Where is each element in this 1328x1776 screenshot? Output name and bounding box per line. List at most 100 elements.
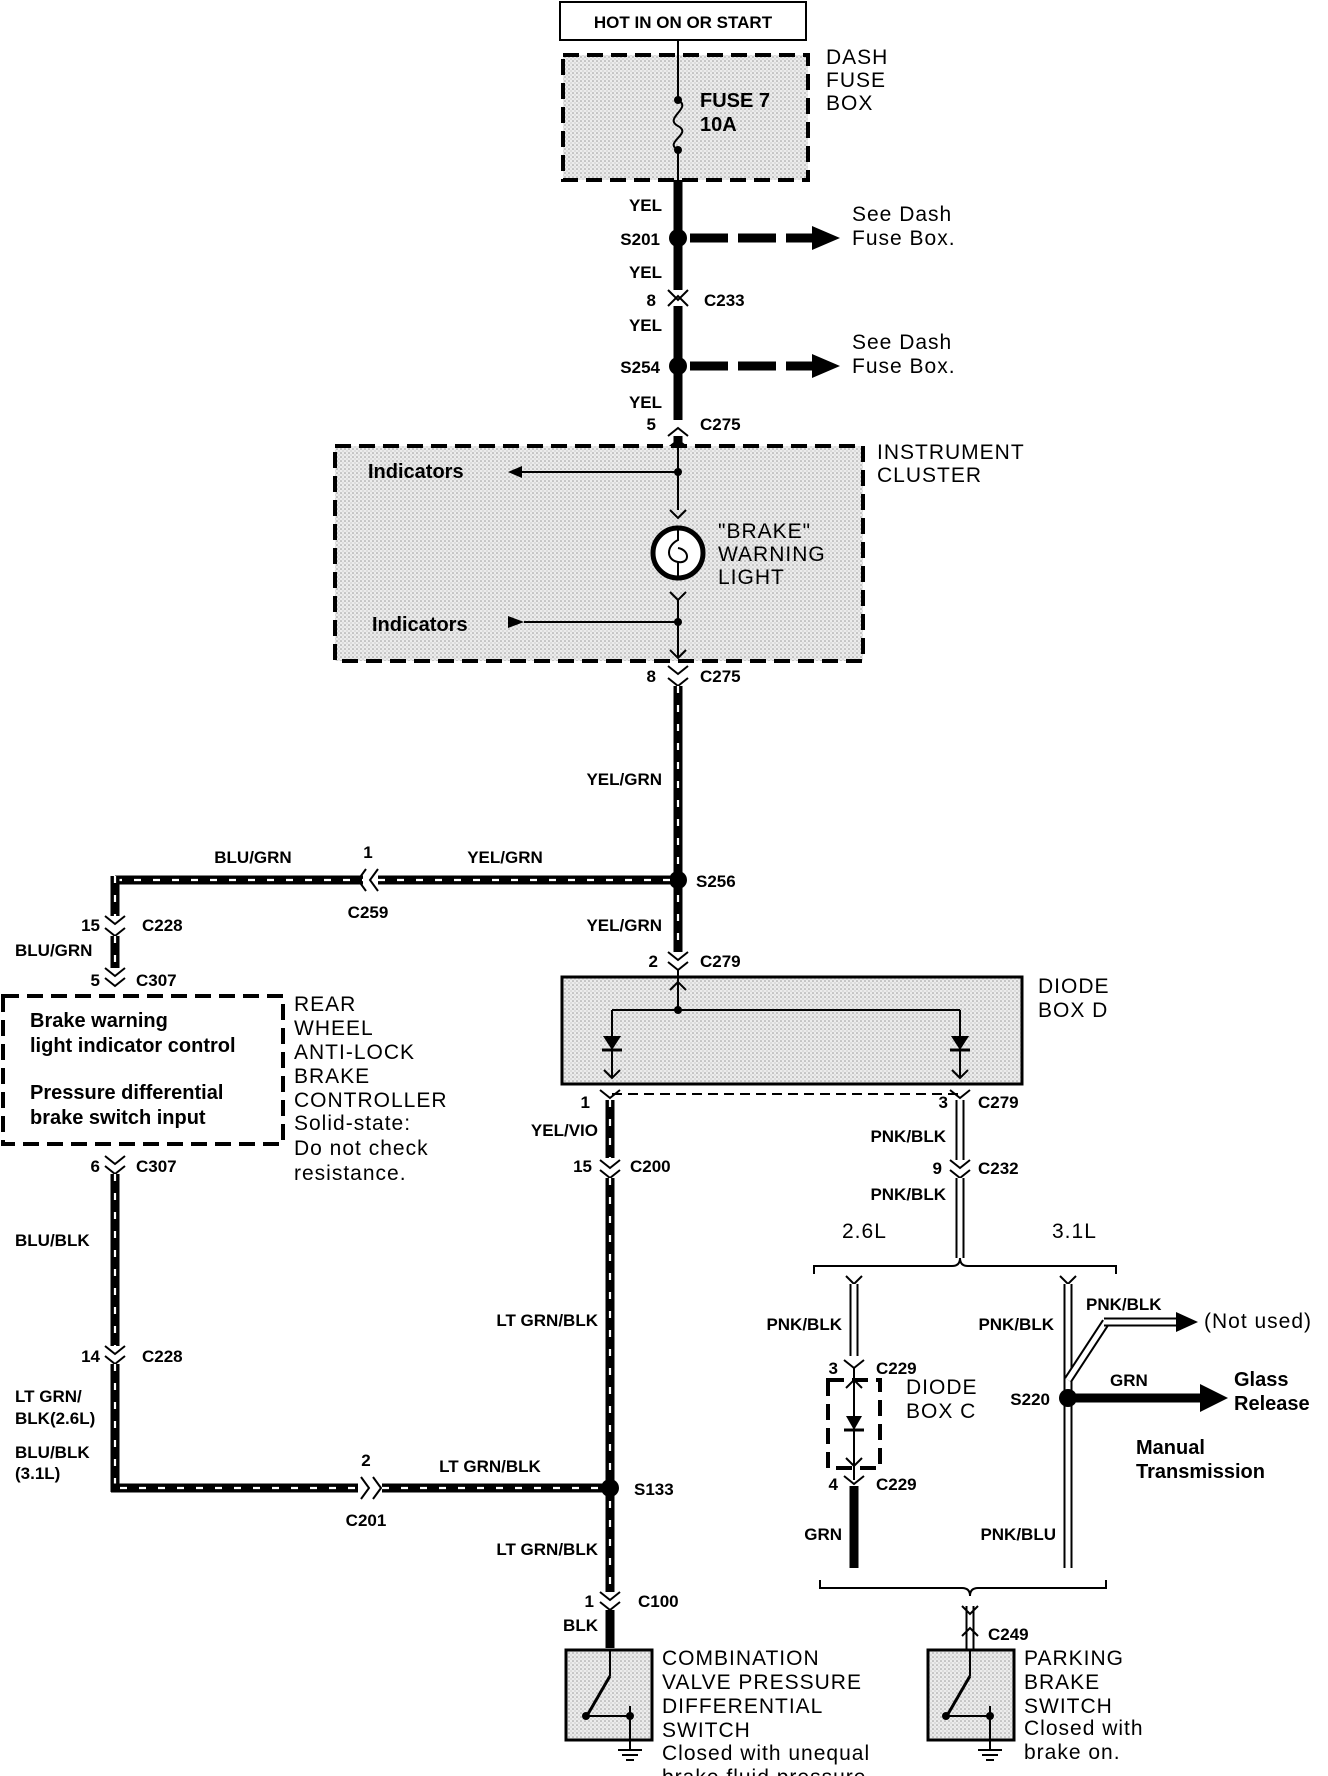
connector-c279-top-label: C279 (700, 952, 741, 971)
wire-label-lt-grn-blk-26-a: LT GRN/ (15, 1387, 82, 1406)
fuse-7-icon (672, 55, 684, 180)
wire-label-pnk-blu: PNK/BLU (980, 1525, 1056, 1544)
connector-c232-icon (949, 1159, 971, 1180)
connector-c228-top-pin: 15 (81, 916, 100, 935)
wire-label-pnk-blk-26: PNK/BLK (766, 1315, 842, 1334)
see-dash-arrow-1: See Dash Fuse Box. (690, 203, 956, 250)
parking-switch-bracket (819, 1580, 1107, 1597)
connector-c233-label: C233 (704, 291, 745, 310)
connector-c201-pin: 2 (361, 1451, 370, 1470)
combination-label-3: DIFFERENTIAL (662, 1695, 823, 1718)
diode-box-c-label-2: BOX C (906, 1400, 976, 1423)
see-dash-label-2b: Fuse Box. (852, 355, 956, 378)
splice-s254-icon (669, 357, 687, 375)
connector-c200-pin: 15 (573, 1157, 592, 1176)
diode-c-icon (846, 1416, 862, 1430)
see-dash-label-1a: See Dash (852, 203, 952, 226)
dash-fuse-box: DASH FUSE BOX FUSE 7 10A (561, 46, 888, 182)
combination-label-2: VALVE PRESSURE (662, 1671, 862, 1694)
splice-s133-icon (601, 1479, 619, 1497)
wire-label-blk: BLK (563, 1616, 599, 1635)
see-dash-label-1b: Fuse Box. (852, 227, 956, 250)
wire-label-yel-grn-3: YEL/GRN (586, 916, 662, 935)
connector-c228-top-label: C228 (142, 916, 183, 935)
glass-release-label-2: Release (1234, 1393, 1310, 1415)
connector-c307-top-pin: 5 (91, 971, 100, 990)
wire-label-lt-grn-blk-3: LT GRN/BLK (496, 1540, 598, 1559)
controller-line-1: Brake warning (30, 1010, 168, 1032)
arrow-left-icon (508, 466, 522, 478)
connector-c279-right-pin: 3 (939, 1093, 948, 1112)
connector-c249-label: C249 (988, 1625, 1029, 1644)
brake-light-label-3: LIGHT (718, 566, 785, 589)
connector-c229-bottom-label: C229 (876, 1475, 917, 1494)
dash-fuse-box-label-1: DASH (826, 46, 888, 69)
diode-d-right-icon (951, 1036, 969, 1050)
connector-c275-top-pin: 5 (647, 415, 656, 434)
connector-c201-label: C201 (346, 1511, 387, 1530)
not-used-label: (Not used) (1204, 1310, 1312, 1333)
controller-title-5: CONTROLLER (294, 1089, 448, 1112)
connector-c229-bottom-icon (843, 1475, 865, 1486)
wire-label-yel-vio: YEL/VIO (531, 1121, 598, 1140)
connector-c279-left-pin: 1 (581, 1093, 590, 1112)
connector-c228-bottom-pin: 14 (81, 1347, 100, 1366)
see-dash-arrow-2: See Dash Fuse Box. (690, 331, 956, 378)
connector-c233-pin: 8 (647, 291, 656, 310)
connector-c307-top-icon (104, 967, 126, 988)
connector-c307-bottom-label: C307 (136, 1157, 177, 1176)
connector-c100-pin: 1 (585, 1592, 594, 1611)
arrow-not-used-icon (1176, 1312, 1198, 1332)
connector-c200-icon (599, 1159, 621, 1180)
connector-c228-bottom-label: C228 (142, 1347, 183, 1366)
splice-s256-icon (669, 871, 687, 889)
instrument-cluster-label-2: CLUSTER (877, 464, 982, 487)
controller-note-3: resistance. (294, 1162, 407, 1185)
wire-label-pnk-blk-2: PNK/BLK (870, 1185, 946, 1204)
connector-c307-bottom-pin: 6 (91, 1157, 100, 1176)
splice-s220-label: S220 (1010, 1390, 1050, 1409)
wire-label-blu-grn-2: BLU/GRN (15, 941, 92, 960)
connector-c279-top-icon (667, 951, 689, 972)
controller-title-2: WHEEL (294, 1017, 374, 1040)
parking-brake-switch: PARKING BRAKE SWITCH Closed with brake o… (926, 1647, 1143, 1764)
ground-icon (618, 1740, 642, 1761)
connector-c201-icon (360, 1476, 383, 1500)
connector-c232-label: C232 (978, 1159, 1019, 1178)
controller-note-1: Solid-state: (294, 1112, 411, 1135)
controller-line-4: brake switch input (30, 1107, 206, 1129)
connector-c232-pin: 9 (933, 1159, 942, 1178)
instrument-cluster: INSTRUMENT CLUSTER Indicators Indicators… (333, 441, 1024, 663)
wire-label-yel-3: YEL (629, 316, 662, 335)
glass-release-label-1: Glass (1234, 1369, 1288, 1391)
splice-s220-icon (1059, 1389, 1077, 1407)
see-dash-label-2a: See Dash (852, 331, 952, 354)
engine-option-bracket: 2.6L 3.1L (813, 1220, 1117, 1274)
connector-c279-right-icon (949, 1089, 971, 1100)
fuse-rating-label: 10A (700, 114, 737, 136)
rear-wheel-anti-lock-controller: Brake warning light indicator control Pr… (1, 993, 448, 1185)
indicators-bottom-label: Indicators (372, 614, 468, 636)
connector-c259-icon (356, 868, 379, 892)
diode-box-c: DIODE BOX C (826, 1368, 977, 1480)
connector-c307-bottom-icon (104, 1155, 126, 1176)
connector-c279-right-label: C279 (978, 1093, 1019, 1112)
wire-label-grn-31: GRN (1110, 1371, 1148, 1390)
combination-valve-switch: COMBINATION VALVE PRESSURE DIFFERENTIAL … (564, 1647, 872, 1776)
connector-c100-icon (599, 1591, 621, 1612)
controller-note-2: Do not check (294, 1137, 429, 1160)
parking-note-2: brake on. (1024, 1741, 1121, 1764)
connector-c200-label: C200 (630, 1157, 671, 1176)
glass-release-branch: GRN Glass Release Manual Transmission (1076, 1369, 1310, 1483)
dash-fuse-box-label-3: BOX (826, 92, 873, 115)
ground-icon-2 (978, 1740, 1002, 1761)
connector-c279-top-pin: 2 (649, 952, 658, 971)
wire-label-yel-grn-2: YEL/GRN (467, 848, 543, 867)
brake-light-label-1: "BRAKE" (718, 520, 811, 543)
controller-title-4: BRAKE (294, 1065, 370, 1088)
connector-c229-top-label: C229 (876, 1359, 917, 1378)
arrow-glass-release-icon (1200, 1384, 1228, 1412)
wire-label-lt-grn-blk-1: LT GRN/BLK (496, 1311, 598, 1330)
wire-label-grn-26: GRN (804, 1525, 842, 1544)
combination-note-1: Closed with unequal (662, 1742, 870, 1765)
